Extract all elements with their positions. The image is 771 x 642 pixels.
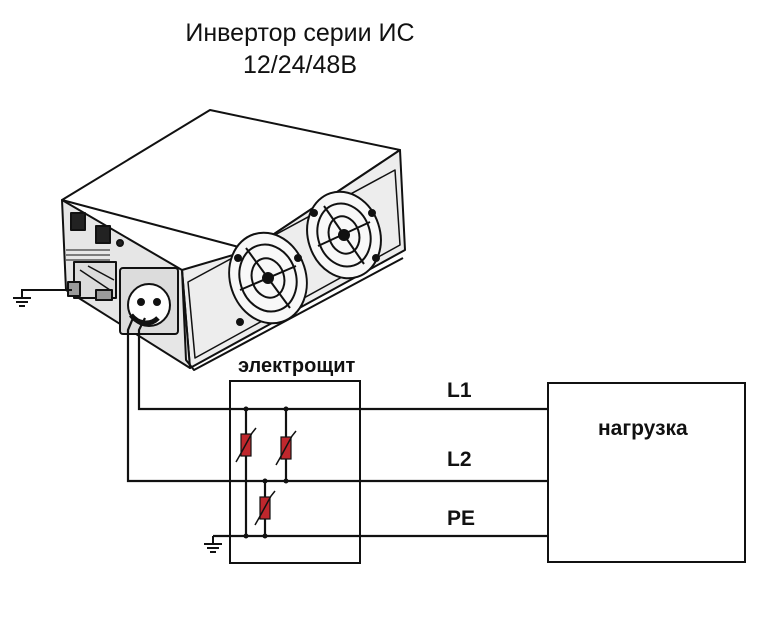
electrical-panel <box>229 380 361 564</box>
title-line-1: Инвертор серии ИС <box>185 19 415 47</box>
socket-icon <box>119 267 179 335</box>
load-label: нагрузка <box>598 417 688 440</box>
fan-icon <box>306 190 382 280</box>
line-label-l1: L1 <box>447 379 472 402</box>
title-line-2: 12/24/48В <box>243 51 357 79</box>
varistor-icon <box>254 490 276 526</box>
panel-label: электрощит <box>238 355 356 377</box>
ground-icon <box>13 289 72 307</box>
junction-dots <box>243 406 289 539</box>
fan-icon <box>228 231 308 326</box>
ground-icon <box>204 536 222 553</box>
line-label-pe: PE <box>447 507 476 530</box>
wires <box>126 317 548 538</box>
varistor-icon <box>275 430 297 466</box>
load-box <box>547 382 746 563</box>
line-label-l2: L2 <box>447 448 472 471</box>
varistor-icon <box>235 427 257 463</box>
